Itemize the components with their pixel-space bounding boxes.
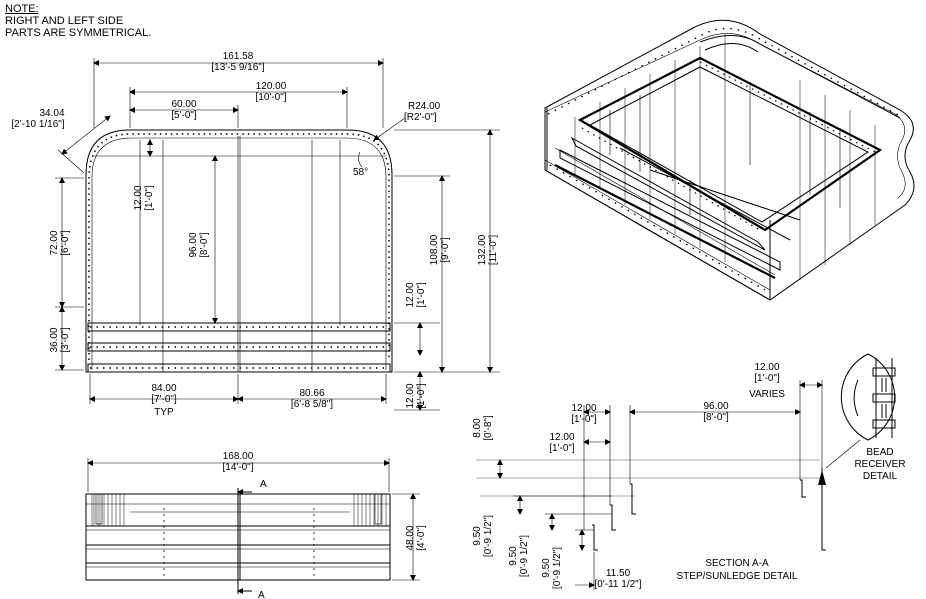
bead-receiver-detail: BEAD RECEIVER DETAIL xyxy=(825,353,906,482)
section-title: SECTION A-A xyxy=(705,558,769,569)
dim-inner-96-ft: [8'-0"] xyxy=(199,232,210,258)
plan-rivets xyxy=(88,133,390,360)
dim-right-12a-ft: [1'-0"] xyxy=(416,282,427,308)
dim-corner-diag-ft: [2'-10 1/16"] xyxy=(11,119,64,130)
dim-bottom-80: 80.66 xyxy=(299,388,324,399)
dim-inner-width: 120.00 xyxy=(256,81,287,92)
dim-right-132: 132.00 xyxy=(477,234,488,265)
dim-radius: R24.00 xyxy=(408,101,441,112)
dim-left-36-ft: [3'-0"] xyxy=(60,327,71,353)
section-dim-8: 8.00 xyxy=(472,418,483,438)
dim-inner-12-ft: [1'-0"] xyxy=(144,185,155,211)
dim-half-width: 60.00 xyxy=(171,99,196,110)
dim-bottom-80-ft: [6'-8 5/8"] xyxy=(291,399,333,410)
isometric-view xyxy=(544,19,915,301)
elev-height: 48.00 xyxy=(405,525,416,550)
dim-corner-diag: 34.04 xyxy=(39,108,64,119)
dim-right-12a: 12.00 xyxy=(405,282,416,307)
note-line-1: RIGHT AND LEFT SIDE xyxy=(5,15,124,27)
bead-label-1: BEAD xyxy=(866,447,893,458)
section-a-a: 12.00 [1'-0"] 96.00 [8'-0"] 12.00 [1'-0"… xyxy=(472,362,826,590)
note-line-2: PARTS ARE SYMMETRICAL. xyxy=(5,27,152,39)
dim-inner-12: 12.00 xyxy=(133,185,144,210)
section-dim-s3: 9.50 xyxy=(541,558,552,578)
bead-label-2: RECEIVER xyxy=(854,459,905,470)
section-dim-s2: 9.50 xyxy=(508,546,519,566)
section-dim-96-ft: [8'-0"] xyxy=(703,412,729,423)
dim-right-12b: 12.00 xyxy=(405,383,416,408)
section-dim-s2-ft: [0'-9 1/2"] xyxy=(519,535,530,577)
section-dim-12b: 12.00 xyxy=(549,432,574,443)
dim-left-36: 36.00 xyxy=(49,327,60,352)
plan-outline xyxy=(85,129,393,373)
section-dim-1150: 11.50 xyxy=(606,568,631,579)
dim-half-width-ft: [5'-0"] xyxy=(171,110,197,121)
dim-bottom-84: 84.00 xyxy=(151,383,176,394)
dim-right-12b-ft: [1'-0"] xyxy=(416,383,427,409)
cut-label-bottom: A xyxy=(258,590,265,599)
dim-inner-96: 96.00 xyxy=(188,232,199,257)
dim-bottom-84-ft: [7'-0"] xyxy=(151,394,177,405)
section-dim-12a: 12.00 xyxy=(571,403,596,414)
dim-radius-ft: [R2'-0"] xyxy=(404,112,437,123)
dim-angle: 58° xyxy=(353,167,368,178)
section-dim-8-ft: [0'-8"] xyxy=(483,415,494,441)
dim-left-72: 72.00 xyxy=(49,230,60,255)
section-dim-12b-ft: [1'-0"] xyxy=(549,443,575,454)
bead-label-3: DETAIL xyxy=(863,471,898,482)
iso-outer-wall xyxy=(544,19,915,301)
dim-bottom-typ: TYP xyxy=(154,407,174,418)
elev-width-ft: [14'-0"] xyxy=(222,462,253,473)
dim-left-72-ft: [6'-0"] xyxy=(60,230,71,256)
section-dim-s1-ft: [0'-9 1/2"] xyxy=(483,515,494,557)
elev-width: 168.00 xyxy=(223,451,254,462)
dim-inner-width-ft: [10'-0"] xyxy=(255,92,286,103)
note-heading: NOTE: xyxy=(5,3,39,15)
dim-right-108: 108.00 xyxy=(429,234,440,265)
section-dim-s1: 9.50 xyxy=(472,526,483,546)
section-subtitle: STEP/SUNLEDGE DETAIL xyxy=(677,571,798,582)
section-dim-12c: 12.00 xyxy=(754,362,779,373)
dim-overall-width-ft: [13'-5 9/16"] xyxy=(211,62,264,73)
front-elevation: 168.00 [14'-0"] xyxy=(85,451,427,599)
elev-height-ft: [4'-0"] xyxy=(416,525,427,551)
section-varies: VARIES xyxy=(749,389,785,400)
section-dim-96: 96.00 xyxy=(703,401,728,412)
section-dim-12a-ft: [1'-0"] xyxy=(571,414,597,425)
dim-right-108-ft: [9'-0"] xyxy=(440,237,451,263)
dim-overall-width: 161.58 xyxy=(223,51,254,62)
section-dim-1150-ft: [0'-11 1/2"] xyxy=(595,579,642,590)
section-dim-s3-ft: [0'-9 1/2"] xyxy=(552,547,563,589)
plan-view: 161.58 [13'-5 9/16"] 120.00 [10'-0"] 60.… xyxy=(11,51,500,418)
dim-right-132-ft: [11'-0"] xyxy=(488,235,499,266)
drawing-note: NOTE: RIGHT AND LEFT SIDE PARTS ARE SYMM… xyxy=(5,3,151,39)
section-dim-12c-ft: [1'-0"] xyxy=(754,373,780,384)
cut-label-top: A xyxy=(260,479,267,490)
